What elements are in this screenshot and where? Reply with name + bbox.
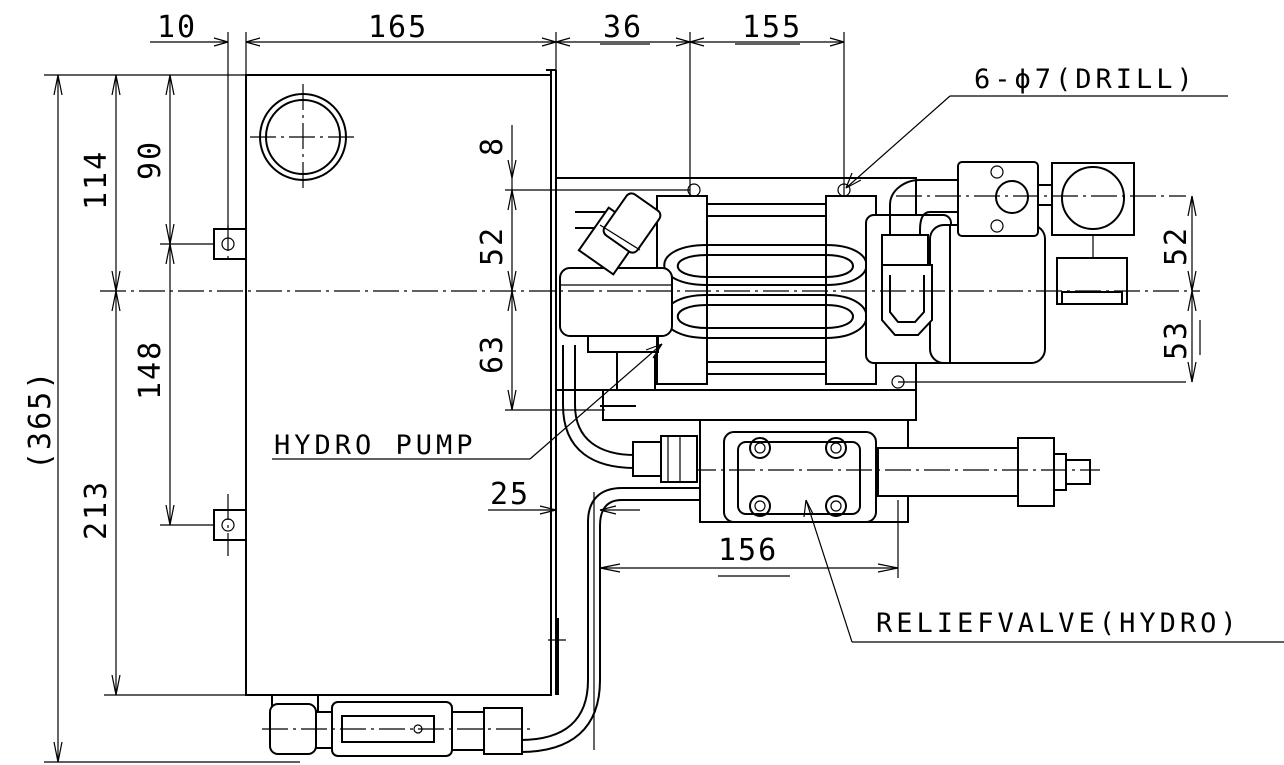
dim-52-left: 52 bbox=[475, 226, 510, 266]
mounting-tab-upper bbox=[213, 228, 247, 260]
hydro-pump bbox=[656, 195, 877, 385]
dim-148: 148 bbox=[133, 340, 168, 400]
label-hydro-pump: HYDRO PUMP bbox=[274, 430, 477, 461]
mounting-tab-lower bbox=[213, 509, 247, 541]
dim-365: (365) bbox=[23, 370, 58, 470]
dim-165: 165 bbox=[368, 10, 428, 45]
leader-lines bbox=[272, 95, 1284, 643]
relief-valve bbox=[690, 419, 1100, 523]
return-pipe bbox=[519, 487, 700, 753]
dim-10: 10 bbox=[157, 10, 197, 45]
elbow-fitting bbox=[577, 192, 662, 276]
pressure-pipe bbox=[562, 345, 698, 483]
label-relief-valve: RELIEFVALVE(HYDRO) bbox=[876, 608, 1241, 639]
oil-tank bbox=[213, 69, 566, 712]
dim-52-right: 52 bbox=[1159, 226, 1194, 266]
dim-155: 155 bbox=[742, 10, 802, 45]
dim-25: 25 bbox=[490, 477, 530, 512]
dim-63: 63 bbox=[475, 334, 510, 374]
dim-8: 8 bbox=[475, 136, 510, 156]
dim-114: 114 bbox=[79, 150, 114, 210]
dim-90: 90 bbox=[133, 140, 168, 180]
drain-fittings bbox=[262, 701, 530, 757]
dim-53: 53 bbox=[1159, 320, 1194, 360]
pressure-gauge bbox=[957, 161, 1135, 305]
dim-36: 36 bbox=[603, 10, 643, 45]
dim-156: 156 bbox=[718, 533, 778, 568]
dim-213: 213 bbox=[79, 480, 114, 540]
dimension-lines bbox=[44, 32, 1201, 763]
label-drill-holes: 6-ϕ7(DRILL) bbox=[974, 64, 1197, 95]
electric-motor bbox=[865, 179, 1046, 364]
